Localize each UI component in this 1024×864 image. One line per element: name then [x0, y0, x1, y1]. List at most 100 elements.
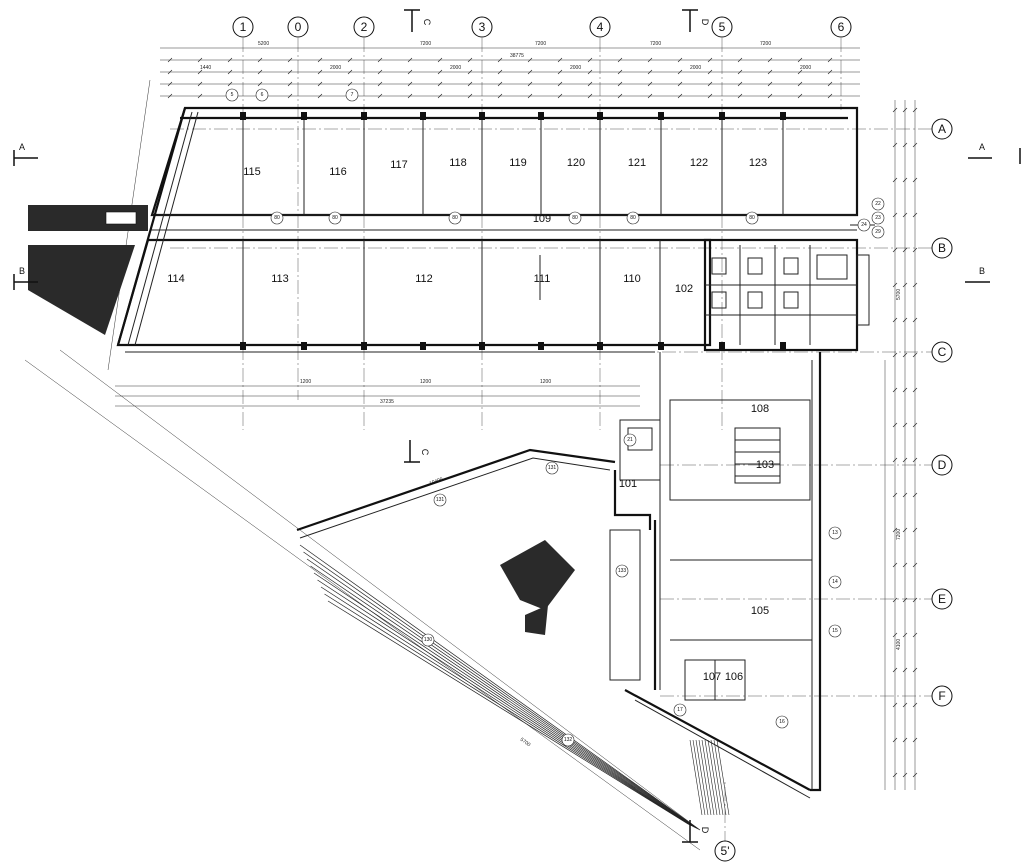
room-120: 120 — [567, 157, 585, 169]
ramp-stripe — [320, 586, 692, 827]
svg-text:2000: 2000 — [450, 65, 461, 71]
dim-tick — [892, 527, 898, 533]
dim-tick — [912, 702, 918, 708]
svg-text:13: 13 — [832, 530, 838, 536]
svg-text:16: 16 — [779, 719, 785, 725]
svg-text:2000: 2000 — [690, 65, 701, 71]
dim-tick — [317, 57, 323, 63]
dim-tick — [902, 492, 908, 498]
dim-tick — [437, 69, 443, 75]
dim-tick — [197, 93, 203, 99]
dim-tick — [557, 93, 563, 99]
column-mark — [538, 342, 544, 350]
dim-tick — [647, 69, 653, 75]
ramp-stripe — [327, 600, 689, 825]
svg-text:133: 133 — [618, 568, 627, 574]
svg-text:B: B — [19, 266, 25, 276]
section-d-bottom-marker: D — [682, 820, 710, 843]
dim-tick — [892, 492, 898, 498]
svg-text:1: 1 — [240, 20, 247, 34]
column-mark — [780, 112, 786, 120]
dim-tick — [167, 81, 173, 87]
dim-tick — [912, 597, 918, 603]
svg-text:D: D — [700, 827, 710, 834]
svg-text:D: D — [700, 19, 710, 26]
dim-tick — [737, 69, 743, 75]
svg-text:2000: 2000 — [800, 65, 811, 71]
dim-tick — [912, 527, 918, 533]
dim-tick — [227, 81, 233, 87]
dim-tick — [902, 527, 908, 533]
tag-23: 23 — [871, 211, 885, 225]
svg-text:7200: 7200 — [535, 41, 546, 47]
dim-tick — [912, 352, 918, 358]
room-122: 122 — [690, 157, 708, 169]
axis-bubble-0: 0 — [287, 16, 309, 38]
dim-tick — [527, 81, 533, 87]
section-c-mid-marker: C — [404, 440, 430, 463]
column-mark — [780, 342, 786, 350]
dim-tick — [902, 702, 908, 708]
ramp-stripe — [313, 572, 695, 828]
section-markers: A A B B C C D — [13, 9, 1021, 843]
dim-tick — [677, 69, 683, 75]
svg-text:7: 7 — [351, 92, 354, 98]
dim-tick — [437, 57, 443, 63]
svg-text:80: 80 — [274, 215, 280, 221]
svg-text:80: 80 — [332, 215, 338, 221]
dim-tick — [587, 69, 593, 75]
dim-tick — [467, 57, 473, 63]
dim-tick — [902, 597, 908, 603]
dim-tick — [497, 81, 503, 87]
room-109: 109 — [533, 213, 551, 225]
room-103: 103 — [756, 459, 774, 471]
column-mark — [719, 112, 725, 120]
dim-tick — [912, 142, 918, 148]
svg-text:29: 29 — [875, 229, 881, 235]
column-mark — [301, 112, 307, 120]
column-mark — [361, 342, 367, 350]
tag-16: 16 — [775, 715, 789, 729]
stair-tread — [710, 739, 724, 816]
section-b-right-marker: B — [965, 266, 990, 283]
dim-tick — [647, 57, 653, 63]
svg-text:80: 80 — [749, 215, 755, 221]
tag-133: 133 — [615, 564, 629, 578]
svg-text:37235: 37235 — [380, 399, 394, 405]
column-mark — [301, 342, 307, 350]
tag-29: 29 — [871, 225, 885, 239]
dim-tick — [912, 177, 918, 183]
svg-text:1200: 1200 — [540, 379, 551, 385]
svg-text:131: 131 — [548, 465, 557, 471]
svg-text:17: 17 — [677, 707, 683, 713]
axis-bubble-4: 4 — [589, 16, 611, 38]
dim-tick — [912, 562, 918, 568]
svg-text:15: 15 — [832, 628, 838, 634]
dim-tick — [407, 57, 413, 63]
dim-tick — [892, 317, 898, 323]
dim-tick — [257, 69, 263, 75]
stair-tread — [713, 739, 727, 816]
room-107: 107 — [703, 671, 721, 683]
dim-tick — [527, 69, 533, 75]
tag-132: 132 — [561, 733, 575, 747]
dim-tick — [912, 247, 918, 253]
tag-80-c: 80 — [448, 211, 462, 225]
dim-tick — [902, 177, 908, 183]
dim-tick — [707, 69, 713, 75]
room-111: 111 — [534, 273, 551, 285]
stair-tread — [716, 739, 730, 816]
dim-tick — [767, 93, 773, 99]
svg-text:A: A — [19, 142, 25, 152]
dim-tick — [912, 212, 918, 218]
dim-tick — [257, 57, 263, 63]
svg-text:A: A — [979, 142, 985, 152]
dim-tick — [797, 69, 803, 75]
dim-tick — [902, 142, 908, 148]
south-east-wing — [609, 352, 822, 792]
room-123: 123 — [749, 157, 767, 169]
dim-tick — [317, 81, 323, 87]
dim-tick — [902, 247, 908, 253]
dim-tick — [827, 57, 833, 63]
axis-bubble-d: D — [931, 454, 953, 476]
